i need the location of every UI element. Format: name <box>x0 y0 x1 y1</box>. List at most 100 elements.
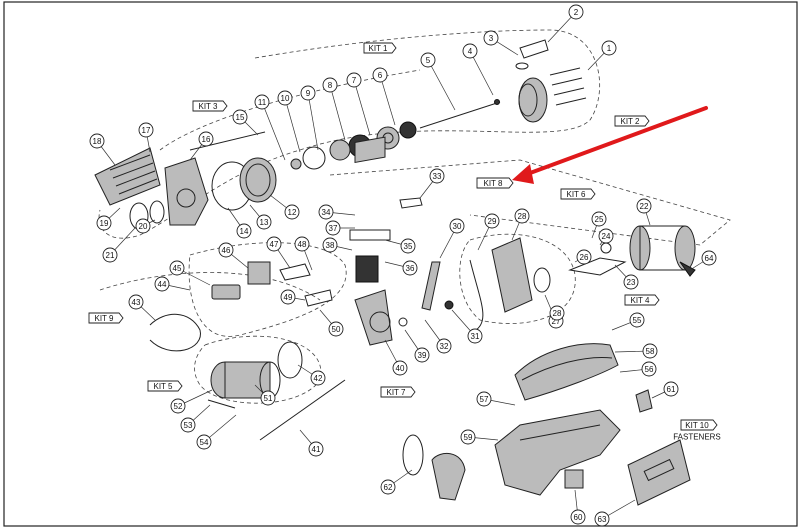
leader-line-11 <box>261 101 286 161</box>
callout-28-secondary: 28 <box>549 305 565 321</box>
callout-number-24: 24 <box>602 232 611 241</box>
leader-line-5 <box>427 59 456 111</box>
callout-30: 30 <box>439 218 465 259</box>
relay-and-bracket <box>211 261 333 307</box>
cable-part-33 <box>399 197 423 209</box>
callout-number-27: 27 <box>552 317 561 326</box>
callout-balloon-1 <box>601 40 617 56</box>
gear-end-housing <box>469 237 551 331</box>
callout-39: 39 <box>404 329 430 363</box>
callout-number-6: 6 <box>378 71 383 80</box>
callout-57: 57 <box>476 391 516 407</box>
callout-number-40: 40 <box>396 364 405 373</box>
callout-balloon-39 <box>414 347 430 363</box>
callout-balloon-16 <box>198 131 214 147</box>
callout-number-25: 25 <box>595 215 604 224</box>
callout-8: 8 <box>322 77 346 141</box>
winch-drum <box>568 225 696 277</box>
remote-control <box>402 434 466 501</box>
callout-balloon-13 <box>256 214 272 230</box>
handle-61 <box>635 389 653 413</box>
callout-11: 11 <box>254 94 286 161</box>
callout-5: 5 <box>420 52 456 111</box>
callout-balloon-43 <box>128 294 144 310</box>
callout-balloon-61 <box>663 381 679 397</box>
callout-balloon-52 <box>170 398 186 414</box>
callout-balloon-6 <box>372 67 388 83</box>
callout-49: 49 <box>280 289 306 305</box>
callout-balloon-47 <box>266 236 282 252</box>
leader-line-6 <box>379 74 396 126</box>
callout-balloon-62 <box>380 479 396 495</box>
callout-balloon-40 <box>392 360 408 376</box>
callout-balloon-44 <box>154 276 170 292</box>
callout-number-35: 35 <box>404 242 413 251</box>
callout-64: 64 <box>689 250 717 271</box>
leader-line-10 <box>284 97 301 153</box>
callout-47: 47 <box>266 236 291 269</box>
callout-38: 38 <box>322 237 353 253</box>
callout-12: 12 <box>269 194 300 220</box>
callout-32: 32 <box>424 319 452 354</box>
callout-number-30: 30 <box>453 222 462 231</box>
callout-4: 4 <box>462 43 494 96</box>
callout-number-34: 34 <box>322 208 331 217</box>
callout-18: 18 <box>89 133 116 166</box>
callout-61: 61 <box>651 381 679 399</box>
leader-line-9 <box>307 92 319 151</box>
callout-balloon-3 <box>483 30 499 46</box>
callout-balloon-7 <box>346 72 362 88</box>
long-bolt-41 <box>259 379 346 441</box>
callout-balloon-32 <box>436 338 452 354</box>
kit-label-6: KIT 6 <box>567 190 587 199</box>
callout-number-11: 11 <box>258 98 267 107</box>
callout-37: 37 <box>325 220 355 236</box>
callout-43: 43 <box>128 294 156 321</box>
leader-line-8 <box>329 84 346 141</box>
callout-6: 6 <box>372 67 396 126</box>
callout-balloon-50 <box>328 321 344 337</box>
callout-balloon-18 <box>89 133 105 149</box>
callout-number-50: 50 <box>332 325 341 334</box>
callout-number-57: 57 <box>480 395 489 404</box>
callout-number-49: 49 <box>284 293 293 302</box>
callout-balloon-51 <box>260 390 276 406</box>
callout-number-9: 9 <box>306 89 311 98</box>
callout-62: 62 <box>380 469 413 495</box>
callout-number-36: 36 <box>406 264 415 273</box>
callout-63: 63 <box>594 499 636 527</box>
kit-10-fasteners-label: FASTENERS <box>673 433 721 442</box>
callout-3: 3 <box>483 30 519 56</box>
kit-boundary-5 <box>194 335 322 404</box>
callout-balloon-15 <box>232 109 248 125</box>
callout-number-8: 8 <box>328 81 333 90</box>
callout-balloon-23 <box>623 274 639 290</box>
callout-number-48: 48 <box>298 240 307 249</box>
seal-ring-20 <box>149 200 165 224</box>
callout-number-28: 28 <box>518 212 527 221</box>
callout-number-42: 42 <box>314 374 323 383</box>
callout-balloon-49 <box>280 289 296 305</box>
shaft-nut <box>494 99 500 105</box>
callout-balloon-63 <box>594 511 610 527</box>
kit-boundary-top <box>98 29 601 239</box>
callout-number-38: 38 <box>326 241 335 250</box>
callout-number-15: 15 <box>236 113 245 122</box>
kit-label-10: KIT 10 <box>685 421 709 430</box>
top-cover <box>514 343 619 401</box>
callout-56: 56 <box>619 361 657 377</box>
hawse-fairlead <box>627 439 691 506</box>
callout-53: 53 <box>180 404 211 433</box>
callout-balloon-55 <box>629 312 645 328</box>
callout-number-10: 10 <box>281 94 290 103</box>
callout-balloon-56 <box>641 361 657 377</box>
callout-25: 25 <box>591 211 607 239</box>
callout-balloon-20 <box>135 218 151 234</box>
callout-number-52: 52 <box>174 402 183 411</box>
callout-balloon-28 <box>514 208 530 224</box>
callout-balloon-34 <box>318 204 334 220</box>
callout-number-1: 1 <box>607 44 612 53</box>
callout-number-23: 23 <box>627 278 636 287</box>
wiring-harness <box>149 313 201 352</box>
kit-label-1: KIT 1 <box>369 44 389 53</box>
